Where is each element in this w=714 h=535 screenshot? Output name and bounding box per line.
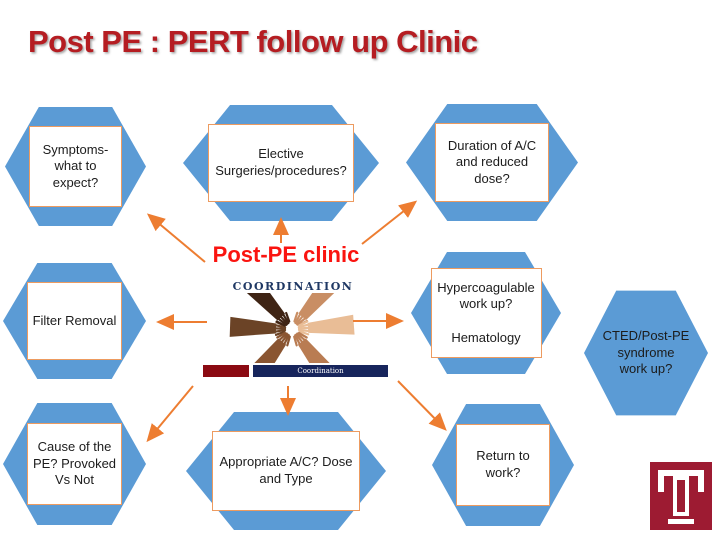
hexagon-filter-removal: Filter Removal (3, 263, 146, 379)
hands-joined-coordination-image (229, 293, 355, 363)
hexagon-label-box: Return to work? (456, 423, 550, 507)
hexagon-label: CTED/Post-PE syndrome work up? (602, 328, 690, 377)
hexagon-label: Symptoms- what to expect? (42, 141, 109, 190)
hand-arm-left (229, 316, 287, 337)
hand-arm-bottom-right (293, 331, 339, 363)
center-clinic-label: Post-PE clinic (212, 242, 360, 267)
hexagon-label-box: Hypercoagulable work up? Hematology (430, 267, 542, 359)
temple-t-icon (658, 470, 704, 524)
coordination-caption: COORDINATION (232, 280, 354, 293)
coordination-bar-maroon-segment (203, 365, 249, 377)
hexagon-label-box: Cause of the PE? Provoked Vs Not (27, 422, 122, 506)
hexagon-symptoms: Symptoms- what to expect? (5, 107, 146, 226)
hexagon-label: Cause of the PE? Provoked Vs Not (32, 439, 117, 488)
hexagon-hypercoagulable: Hypercoagulable work up? Hematology (411, 252, 561, 374)
hexagon-label: Filter Removal (32, 312, 117, 328)
hexagon-label-box: Filter Removal (27, 281, 122, 361)
hexagon-pe-cause: Cause of the PE? Provoked Vs Not (3, 403, 146, 525)
hexagon-label-box: Symptoms- what to expect? (28, 126, 123, 207)
coordination-bar-navy-segment: Coordination (253, 365, 388, 377)
hexagon-ac-duration: Duration of A/C and reduced dose? (406, 104, 578, 221)
hexagon-elective-surgeries: Elective Surgeries/procedures? (183, 105, 379, 221)
hand-arm-top-left (243, 293, 291, 327)
hexagon-label: Return to work? (476, 448, 530, 480)
coordination-bar-label: Coordination (297, 367, 344, 375)
hexagon-label: Duration of A/C and reduced dose? (447, 137, 537, 186)
hexagon-return-to-work: Return to work? (432, 404, 574, 526)
hand-arm-right (297, 314, 355, 336)
hexagon-anticoagulation: Appropriate A/C? Dose and Type (186, 412, 386, 530)
hexagon-label-box: Elective Surgeries/procedures? (208, 123, 354, 203)
temple-university-logo (650, 462, 712, 530)
hexagon-label-box: Duration of A/C and reduced dose? (435, 122, 549, 203)
page-title: Post PE : PERT follow up Clinic (28, 24, 478, 59)
hexagon-label-box: Appropriate A/C? Dose and Type (212, 430, 360, 512)
hexagon-label: Hypercoagulable work up? Hematology (437, 279, 535, 345)
hexagon-plain-label-area: CTED/Post-PE syndrome work up? (584, 288, 708, 418)
hexagon-label: Appropriate A/C? Dose and Type (219, 454, 353, 486)
hand-arm-bottom-left (245, 331, 291, 363)
hexagon-label: Elective Surgeries/procedures? (215, 146, 347, 178)
hexagon-cted-syndrome: CTED/Post-PE syndrome work up? (584, 288, 708, 418)
coordination-bar: Coordination (203, 365, 388, 377)
